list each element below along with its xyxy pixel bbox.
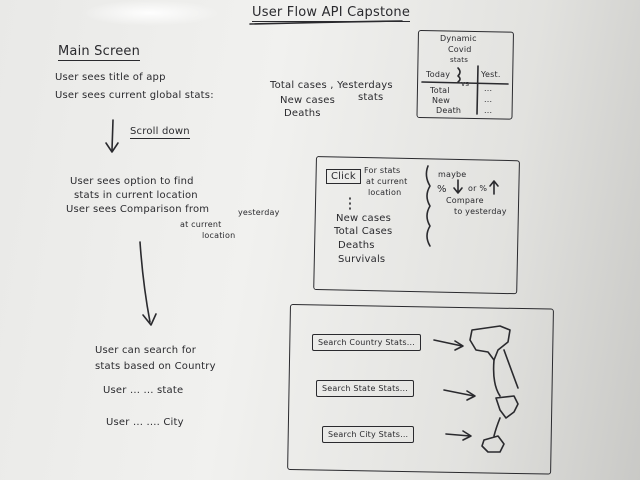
location-line2: stats in current location [74, 190, 198, 201]
down-arrow-2 [139, 241, 151, 323]
click-box-note-compare: Compare [446, 196, 484, 205]
covid-box-brace [457, 67, 461, 83]
location-note1: yesterday [238, 208, 280, 217]
main-screen-stats-a2: stats [358, 92, 384, 103]
state-map-doodle [495, 395, 519, 419]
covid-box-col-today: Today [426, 70, 451, 79]
usa-map-doodle [469, 325, 511, 361]
down-arrow-2-head [142, 313, 157, 326]
covid-box-dots-1: ... [484, 84, 493, 93]
map-connector-1 [503, 349, 519, 389]
covid-box-vline [476, 65, 479, 115]
country-arrow [433, 339, 463, 347]
click-box-note-yesterday: to yesterday [454, 207, 507, 216]
covid-box-col-yest: Yest. [481, 70, 501, 79]
pct-up-arrow [489, 180, 499, 195]
covid-box-dots-3: ... [484, 106, 493, 115]
down-arrow-1-head [105, 142, 119, 153]
click-box-desc2: at current [366, 177, 408, 186]
covid-box-row-death: Death [436, 106, 462, 115]
city-map-doodle [481, 435, 505, 453]
location-note3: location [202, 231, 236, 240]
scroll-down-label: Scroll down [130, 126, 190, 139]
main-screen-line2: User sees current global stats: [55, 90, 214, 101]
pct-down-arrow [453, 179, 463, 194]
search-line4: User ... .... City [106, 417, 184, 428]
covid-box-title3: stats [450, 56, 469, 64]
click-box-item-survivals: Survivals [338, 254, 386, 265]
search-city-sketch: Search City Stats... [322, 426, 415, 443]
click-box-item-new: New cases [336, 213, 391, 224]
covid-box-row-new: New [432, 96, 451, 105]
main-screen-stats-c: Deaths [284, 108, 321, 119]
map-connector-3 [493, 417, 501, 437]
main-screen-line1: User sees title of app [55, 72, 166, 83]
map-connector-2 [492, 359, 501, 397]
covid-box-dots-2: ... [484, 95, 493, 104]
search-line2: stats based on Country [95, 361, 216, 372]
click-box-desc3: location [368, 188, 402, 197]
light-glare [80, 0, 220, 26]
state-arrow-head [466, 390, 476, 401]
covid-box-row-total: Total [430, 86, 450, 95]
location-line3: User sees Comparison from [66, 204, 210, 215]
covid-box-vs: vs [461, 80, 470, 88]
state-arrow [443, 389, 475, 397]
covid-box-hline [421, 81, 509, 85]
click-box-item-deaths: Deaths [338, 240, 375, 251]
click-box-item-total: Total Cases [334, 226, 393, 237]
covid-box-title2: Covid [448, 45, 472, 54]
title-underline [249, 20, 403, 25]
city-arrow-head [462, 430, 472, 441]
main-screen-heading: Main Screen [58, 44, 141, 61]
country-arrow-head [454, 340, 464, 351]
covid-box-title1: Dynamic [440, 34, 477, 43]
click-box-squiggle [425, 165, 431, 247]
location-line1: User sees option to find [70, 176, 194, 187]
search-line1: User can search for [95, 345, 197, 356]
search-country-sketch: Search Country Stats... [312, 334, 422, 351]
click-button-sketch: Click [326, 169, 361, 184]
city-arrow [445, 433, 471, 437]
down-arrow-1 [111, 119, 114, 151]
main-screen-stats-b: New cases [280, 95, 335, 106]
click-box-note-or-pct: or % [468, 184, 488, 193]
click-box-desc1: For stats [364, 166, 401, 175]
location-note2: at current [180, 220, 222, 229]
main-screen-stats-a: Total cases , Yesterdays [270, 80, 393, 91]
search-line3: User ... ... state [103, 385, 184, 396]
click-box-note-pct: % [437, 184, 447, 195]
search-state-sketch: Search State Stats... [316, 380, 414, 397]
click-box-note-maybe: maybe [438, 170, 467, 179]
